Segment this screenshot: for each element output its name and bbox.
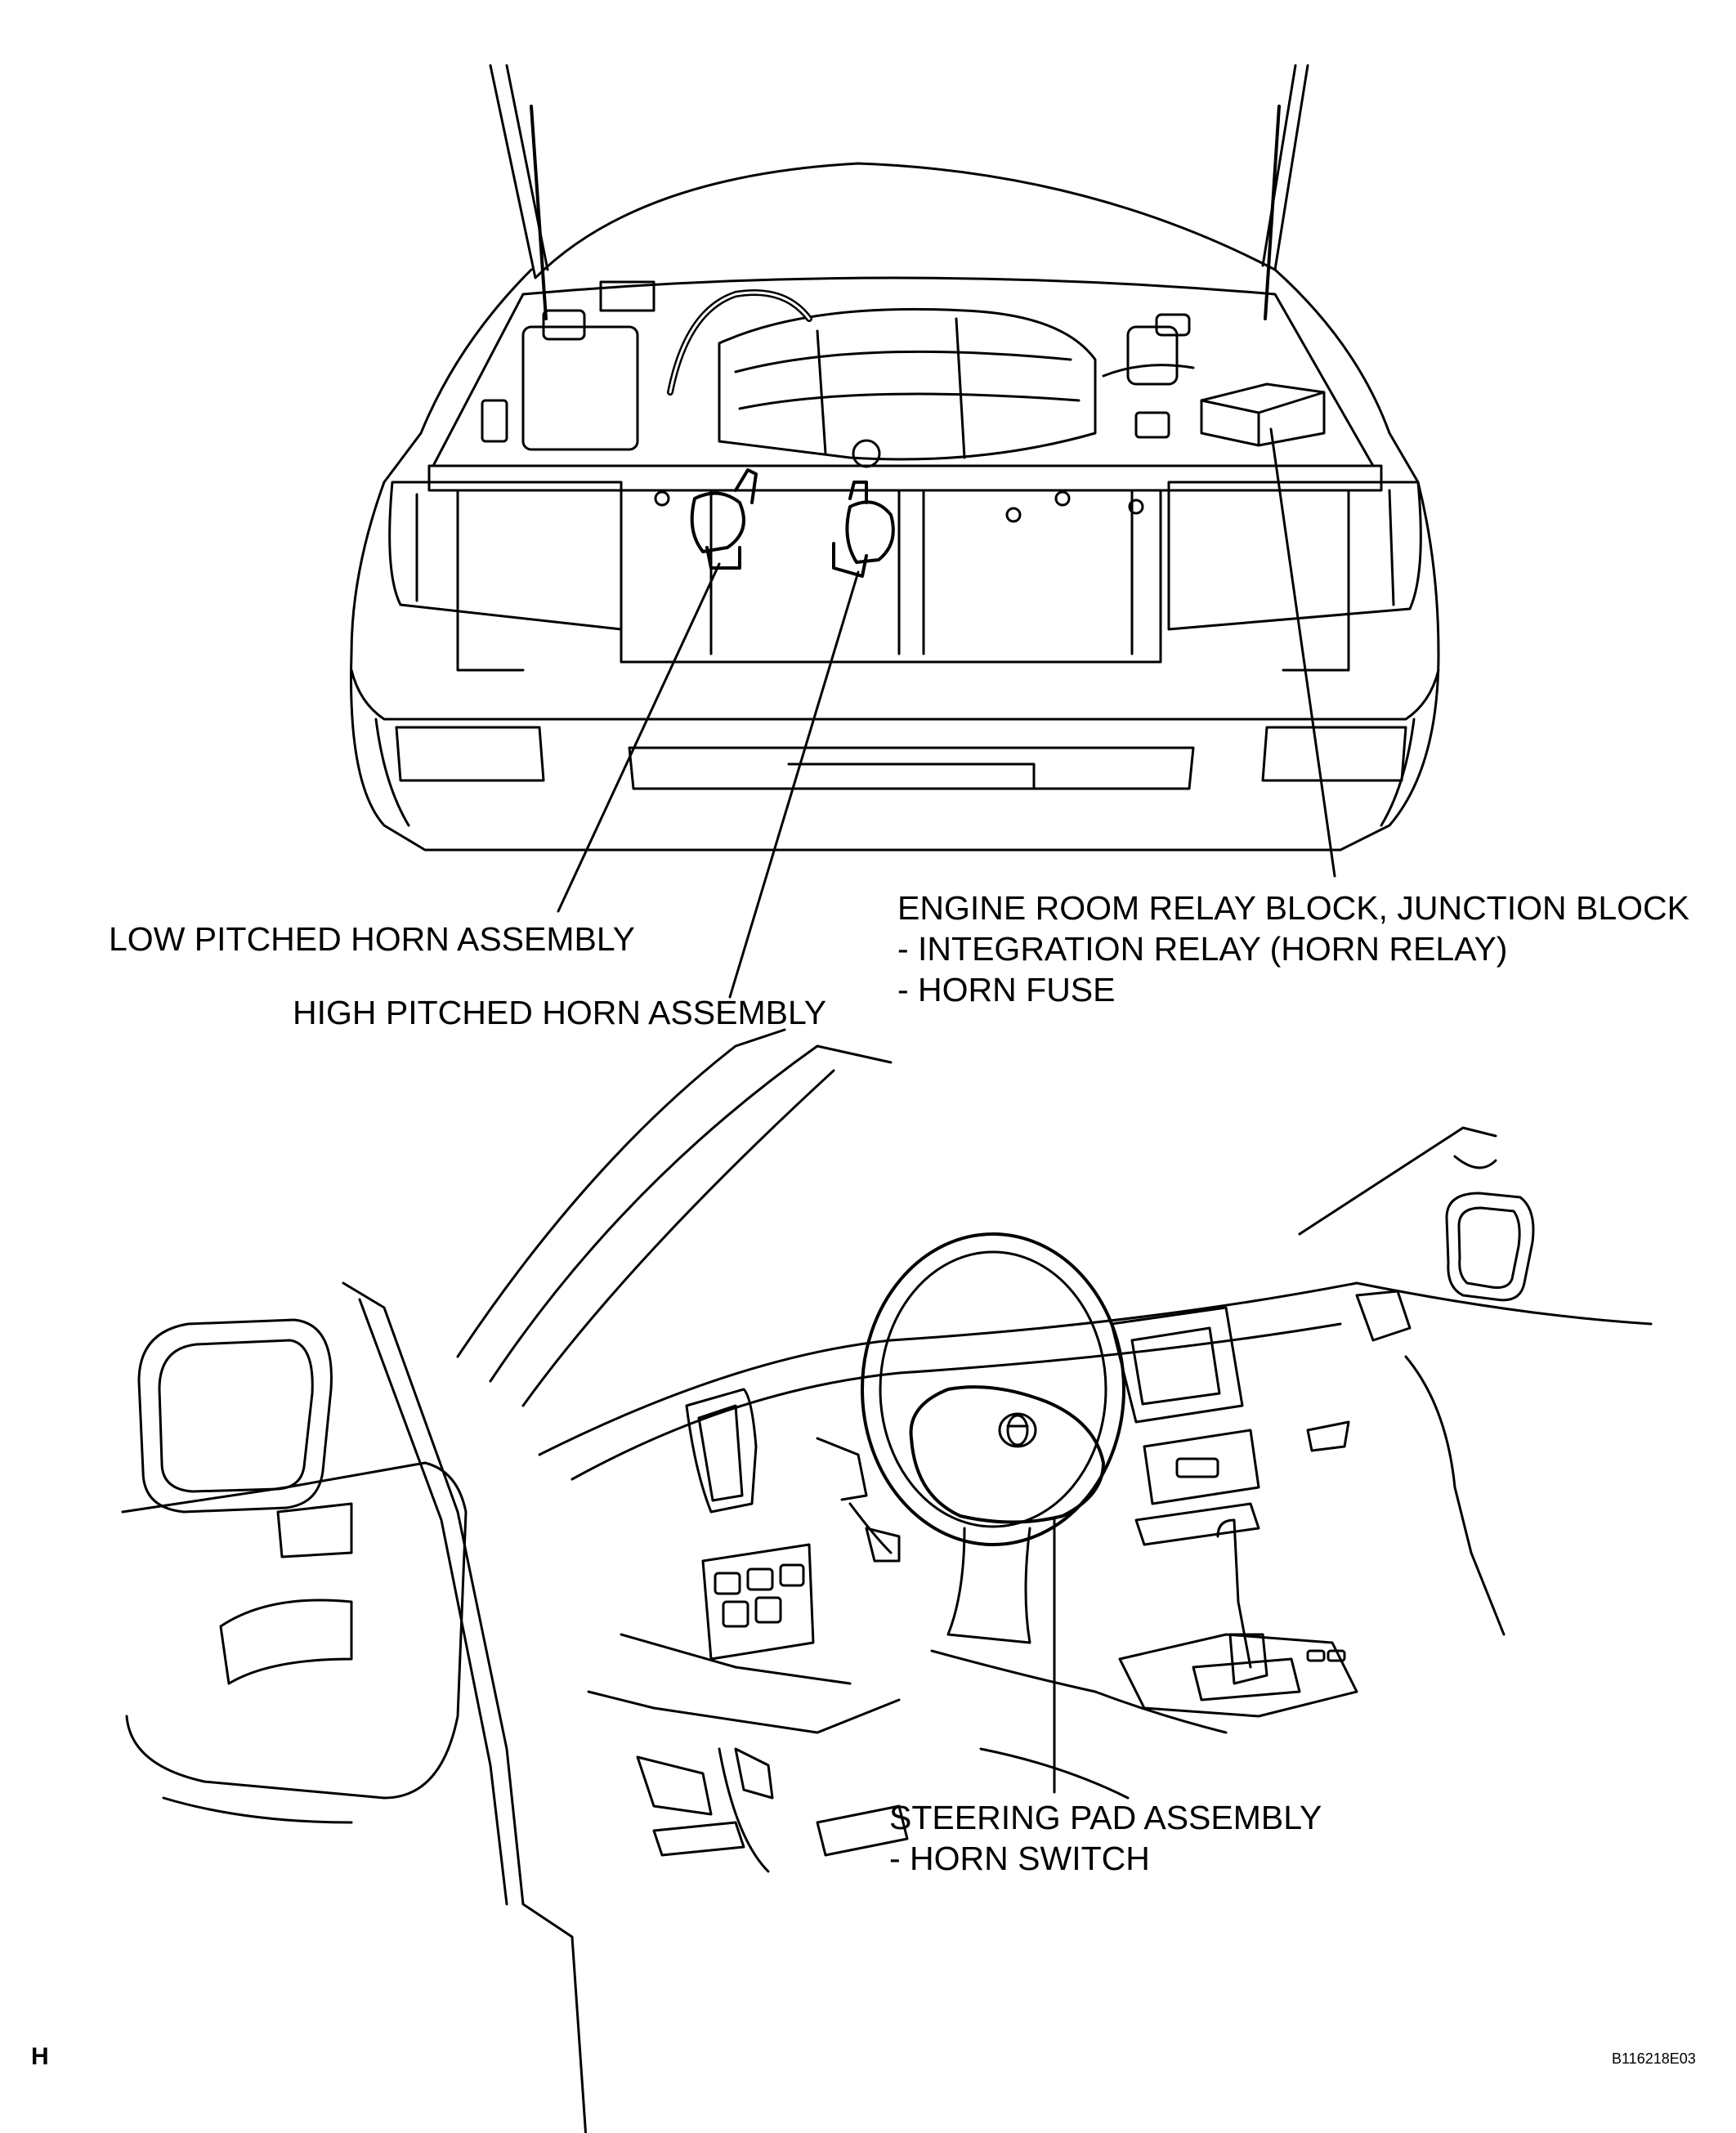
- label-steering-pad-line1: STEERING PAD ASSEMBLY: [889, 1799, 1322, 1836]
- vehicle-interior-drawing: [121, 1028, 1653, 2133]
- label-relay-block-line1: ENGINE ROOM RELAY BLOCK, JUNCTION BLOCK: [897, 889, 1690, 927]
- label-relay-block-line2: - INTEGRATION RELAY (HORN RELAY): [897, 930, 1508, 968]
- low-pitched-horn-drawing: [690, 468, 758, 570]
- label-high-pitched-horn: HIGH PITCHED HORN ASSEMBLY: [293, 994, 827, 1031]
- section-letter: H: [31, 2043, 49, 2070]
- high-pitched-horn-drawing: [832, 481, 895, 578]
- top-leader-lines: [557, 427, 1336, 999]
- label-low-pitched-horn: LOW PITCHED HORN ASSEMBLY: [109, 920, 635, 958]
- label-relay-block-line3: - HORN FUSE: [897, 971, 1116, 1008]
- label-steering-pad-line2: - HORN SWITCH: [889, 1840, 1150, 1877]
- vehicle-front-drawing: [350, 64, 1440, 852]
- figure-code: B116218E03: [1612, 2050, 1696, 2067]
